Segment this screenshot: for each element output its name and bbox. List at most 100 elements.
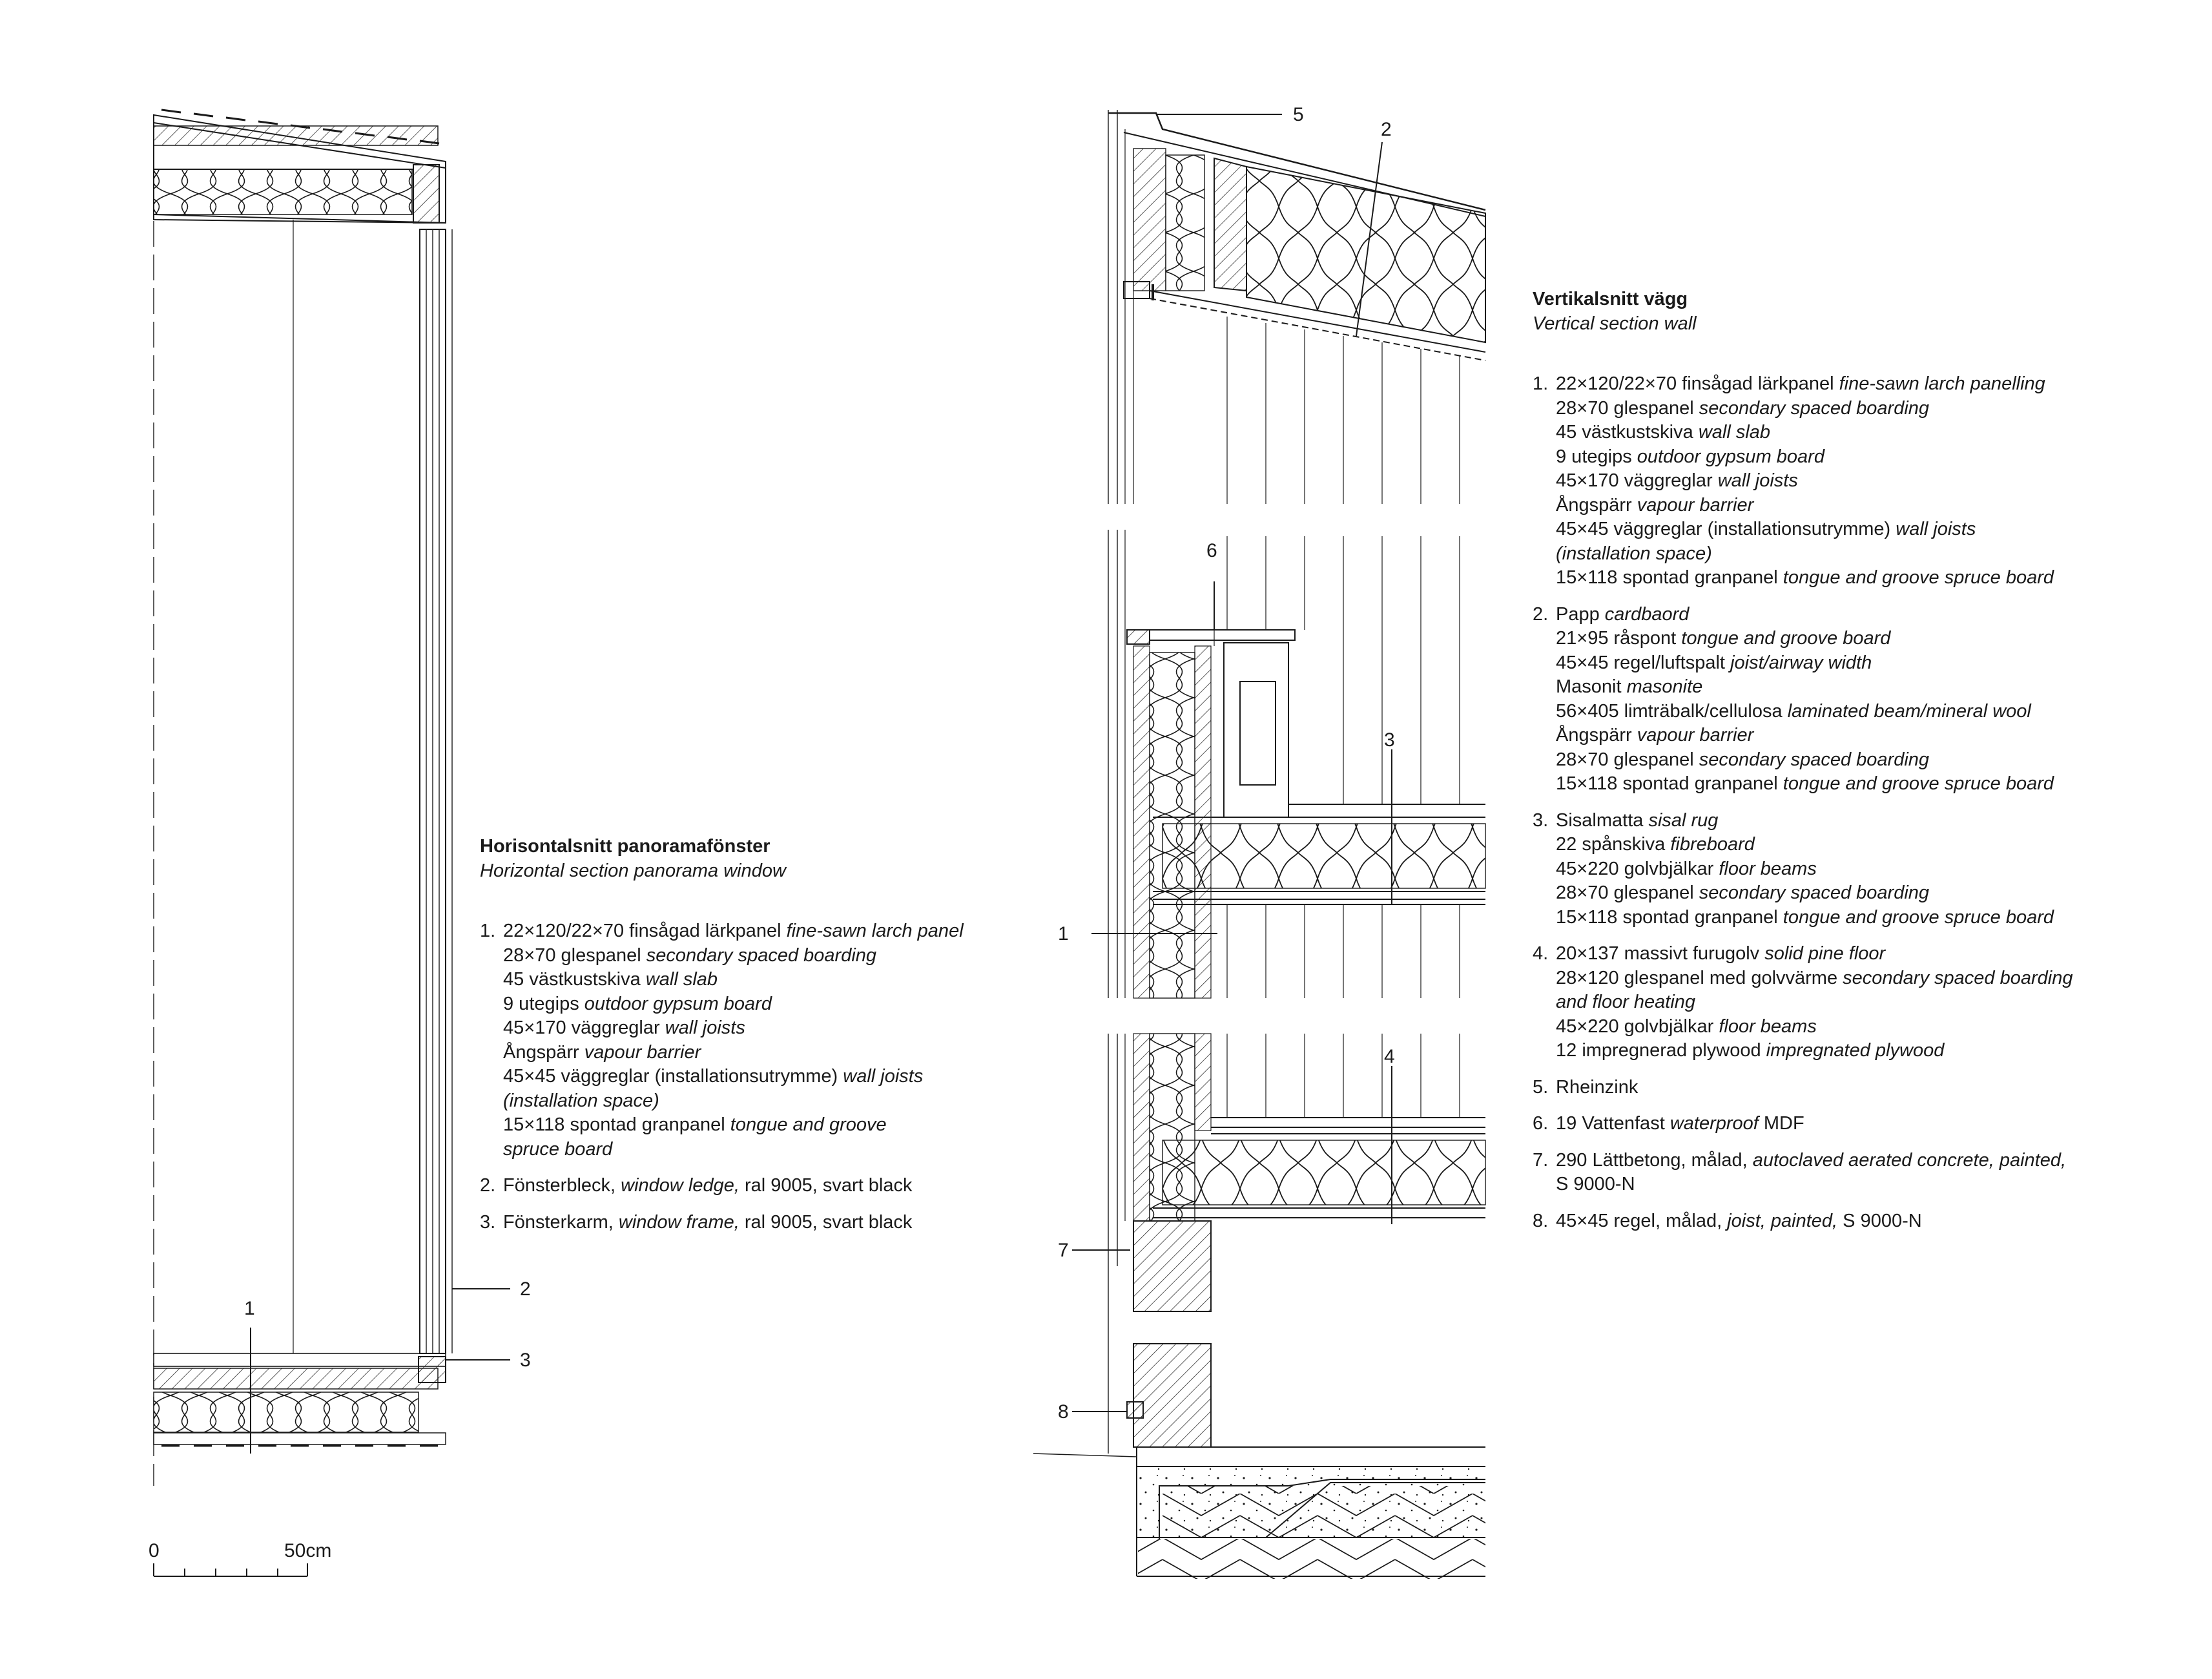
item-number: 2.	[480, 1175, 496, 1196]
callout-v6: 6	[1206, 540, 1217, 561]
item-line: 45 västkustskiva wall slab	[503, 968, 1048, 992]
horizontal-subtitle: Horizontal section panorama window	[480, 860, 786, 881]
english-text: tongue and groove	[730, 1114, 887, 1135]
item-line: (installation space)	[503, 1089, 1048, 1114]
english-text: wall joists	[1717, 470, 1798, 491]
item-line: 28×70 glespanel secondary spaced boardin…	[1556, 881, 2178, 906]
swedish-text: Rheinzink	[1556, 1076, 1638, 1098]
english-text: (installation space)	[503, 1090, 659, 1111]
item-line: Sisalmatta sisal rug	[1556, 809, 2178, 833]
item-line: and floor heating	[1556, 990, 2178, 1015]
suffix-text: ral 9005, svart black	[739, 1211, 913, 1233]
english-text: (installation space)	[1556, 543, 1712, 564]
english-text: fine-sawn larch panelling	[1839, 373, 2045, 394]
vertical-item-4: 4.20×137 massivt furugolv solid pine flo…	[1533, 942, 2178, 1063]
horizontal-legend: Horisontalsnitt panoramafönster Horizont…	[480, 835, 1048, 1235]
item-line: 56×405 limträbalk/cellulosa laminated be…	[1556, 700, 2178, 724]
english-text: sisal rug	[1648, 809, 1719, 831]
item-line: 15×118 spontad granpanel tongue and groo…	[1556, 906, 2178, 930]
english-text: wall joists	[1896, 519, 1976, 539]
callout-v5: 5	[1293, 104, 1304, 125]
vertical-section-drawing	[1033, 110, 1486, 1579]
english-text: tongue and groove spruce board	[1783, 906, 2054, 928]
english-text: cardbaord	[1604, 603, 1690, 625]
english-text: autoclaved aerated concrete, painted,	[1752, 1149, 2067, 1171]
item-line: 15×118 spontad granpanel tongue and groo…	[1556, 566, 2178, 590]
english-text: outdoor gypsum board	[584, 993, 772, 1014]
horizontal-item-3: 3. Fönsterkarm, window frame, ral 9005, s…	[480, 1211, 1048, 1235]
item-number: 6.	[1533, 1113, 1549, 1134]
english-text: outdoor gypsum board	[1637, 446, 1824, 467]
swedish-text: 45×45 väggreglar (installationsutrymme)	[1556, 519, 1896, 539]
swedish-text: 19 Vattenfast	[1556, 1113, 1670, 1134]
english-text: floor beams	[1719, 1016, 1817, 1037]
callout-v7: 7	[1058, 1240, 1069, 1261]
english-text: wall joists	[843, 1066, 924, 1087]
english-text: fine-sawn larch panel	[786, 921, 964, 941]
vertical-item-8: 8. 45×45 regel, målad, joist, painted, S …	[1533, 1209, 2178, 1234]
english-text: impregnated plywood	[1766, 1040, 1945, 1061]
item-line: 19 Vattenfast waterproof MDF	[1556, 1112, 2178, 1136]
vertical-subtitle: Vertical section wall	[1533, 313, 1697, 334]
scale-bar	[153, 1563, 308, 1577]
item-line: 9 utegips outdoor gypsum board	[1556, 445, 2178, 470]
scale-end-label: 50cm	[284, 1540, 331, 1561]
swedish-text: 45 västkustskiva	[503, 969, 646, 990]
swedish-text: Papp	[1556, 603, 1605, 625]
item-number: 3.	[480, 1211, 496, 1233]
item-line: Ångspärr vapour barrier	[503, 1041, 1048, 1065]
english-text: joist/airway width	[1730, 652, 1872, 673]
item-line: 22 spånskiva fibreboard	[1556, 833, 2178, 857]
item-line: 45×45 väggreglar (installationsutrymme) …	[1556, 517, 2178, 542]
item-line: Rheinzink	[1556, 1076, 2178, 1100]
swedish-text: 45×45 väggreglar (installationsutrymme)	[503, 1066, 843, 1087]
item-line: 45×220 golvbjälkar floor beams	[1556, 1015, 2178, 1039]
item-line: 45×45 regel/luftspalt joist/airway width	[1556, 651, 2178, 676]
callout-v1: 1	[1058, 923, 1069, 944]
item-line: 290 Lättbetong, målad, autoclaved aerate…	[1556, 1149, 2178, 1173]
english-text: laminated beam/mineral wool	[1787, 700, 2031, 722]
vertical-item-5: 5. Rheinzink	[1533, 1076, 2178, 1100]
swedish-text: 15×118 spontad granpanel	[1556, 567, 1783, 588]
swedish-text: Fönsterkarm,	[503, 1211, 619, 1233]
item-line: Fönsterbleck, window ledge, ral 9005, sv…	[503, 1174, 1048, 1198]
suffix-text: ral 9005, svart black	[739, 1175, 913, 1196]
vertical-item-1: 1.22×120/22×70 finsågad lärkpanel fine-s…	[1533, 372, 2178, 590]
swedish-text: Masonit	[1556, 676, 1627, 697]
swedish-text: 45×170 väggreglar	[503, 1017, 665, 1038]
swedish-text: 15×118 spontad granpanel	[1556, 906, 1783, 928]
swedish-text: 45 västkustskiva	[1556, 422, 1699, 443]
swedish-text: 45×45 regel/luftspalt	[1556, 652, 1731, 673]
swedish-text: 45×45 regel, målad,	[1556, 1210, 1728, 1231]
english-text: vapour barrier	[1637, 494, 1754, 516]
english-text: tongue and groove board	[1681, 628, 1891, 649]
item-line: 45×45 regel, målad, joist, painted, S 90…	[1556, 1209, 2178, 1234]
swedish-text: 290 Lättbetong, målad,	[1556, 1149, 1753, 1171]
item-number: 4.	[1533, 943, 1549, 964]
english-text: secondary spaced boarding	[646, 944, 877, 966]
item-number: 1.	[480, 921, 496, 941]
english-text: solid pine floor	[1764, 943, 1886, 964]
swedish-text: 15×118 spontad granpanel	[1556, 773, 1783, 794]
english-text: secondary spaced boarding	[1699, 882, 1930, 903]
item-line: 45×170 väggreglar wall joists	[503, 1016, 1048, 1041]
item-number: 5.	[1533, 1076, 1549, 1098]
swedish-text: 21×95 råspont	[1556, 628, 1682, 649]
item-line: 28×70 glespanel secondary spaced boardin…	[1556, 397, 2178, 421]
swedish-text: Fönsterbleck,	[503, 1175, 621, 1196]
english-text: window frame,	[618, 1211, 739, 1233]
english-text: wall joists	[665, 1017, 745, 1038]
swedish-text: 45×220 golvbjälkar	[1556, 858, 1719, 879]
vertical-item-7: 7.290 Lättbetong, målad, autoclaved aera…	[1533, 1149, 2178, 1197]
item-number: 8.	[1533, 1210, 1549, 1231]
item-line: Ångspärr vapour barrier	[1556, 494, 2178, 518]
vertical-legend-list: 1.22×120/22×70 finsågad lärkpanel fine-s…	[1533, 372, 2178, 1233]
horizontal-legend-list: 1.22×120/22×70 finsågad lärkpanel fine-s…	[480, 919, 1048, 1235]
swedish-text: S 9000-N	[1556, 1174, 1635, 1194]
swedish-text: 9 utegips	[1556, 446, 1637, 467]
item-line: Masonit masonite	[1556, 675, 2178, 700]
swedish-text: 56×405 limträbalk/cellulosa	[1556, 700, 1788, 722]
vertical-legend: Vertikalsnitt vägg Vertical section wall…	[1533, 287, 2178, 1233]
item-number: 2.	[1533, 603, 1549, 625]
english-text: waterproof	[1669, 1113, 1759, 1134]
